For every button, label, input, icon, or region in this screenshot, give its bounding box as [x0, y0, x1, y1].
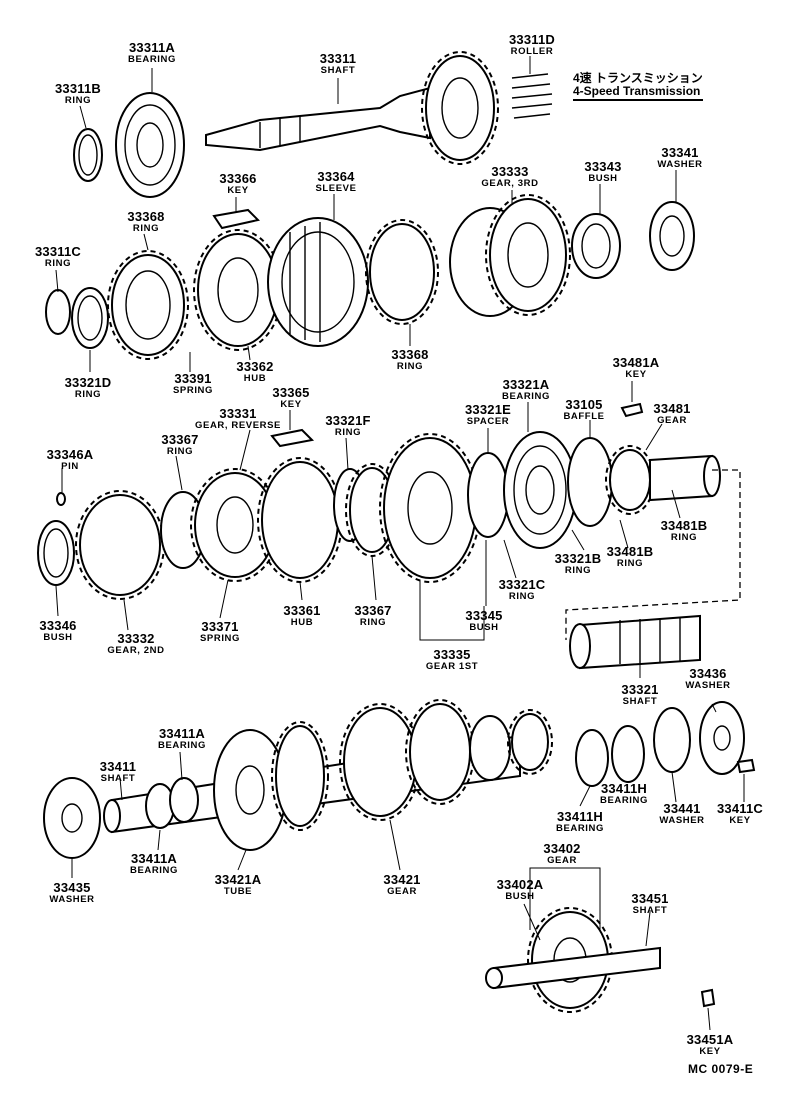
ring-33368-right-drawing — [365, 219, 439, 325]
reference-code: MC 0079-E — [688, 1062, 754, 1076]
sleeve-33364-drawing — [267, 217, 369, 347]
leader-lines — [55, 56, 745, 1031]
ring-33311c-drawing — [45, 289, 71, 335]
washer-33441-drawing — [653, 707, 691, 773]
gear-33332-drawing — [75, 490, 165, 600]
diagram-title: 4速 トランスミッション 4-Speed Transmission — [573, 71, 703, 102]
key-33451a-drawing — [700, 988, 716, 1008]
idler-shaft-33451-drawing — [485, 946, 661, 990]
washer-33435-drawing — [43, 777, 101, 859]
ring-33311b-drawing — [73, 128, 103, 182]
pin-33346a-drawing — [56, 492, 66, 506]
ring-33368-left-drawing — [107, 250, 189, 360]
title-english: 4-Speed Transmission — [573, 85, 703, 102]
key-33481a-drawing — [620, 402, 644, 418]
washer-33436-drawing — [699, 701, 745, 775]
key-33365-drawing — [270, 428, 315, 448]
bearing-33411h-drawing — [575, 725, 645, 787]
key-33411c-drawing — [736, 758, 756, 774]
bearing-33311a-drawing — [115, 92, 185, 198]
tube-33421a-drawing — [213, 729, 287, 851]
title-japanese: 4速 トランスミッション — [573, 71, 703, 85]
bearing-33411a-drawing — [145, 777, 199, 829]
hub-33361-drawing — [257, 457, 343, 583]
gear-33421-drawing — [271, 699, 553, 831]
input-shaft-33311-drawing — [205, 51, 499, 165]
roller-33311d-drawing — [511, 73, 553, 119]
gear-33481-drawing — [605, 445, 655, 515]
bush-33345-drawing — [467, 452, 509, 538]
shaft-33321-drawing — [569, 614, 701, 670]
ring-33321d-drawing — [71, 287, 109, 349]
gear-33335-drawing — [379, 433, 481, 583]
washer-33341-drawing — [649, 201, 695, 271]
bush-33343-drawing — [571, 213, 621, 279]
shaft-continuation-dashes — [565, 469, 741, 640]
gear-33333-drawing — [449, 194, 571, 317]
bearing-33321a-drawing — [503, 431, 577, 549]
key-33366-drawing — [212, 208, 260, 230]
output-shaft-end-drawing — [649, 454, 721, 502]
baffle-33105-drawing — [567, 437, 613, 527]
bush-33346-drawing — [37, 520, 75, 586]
